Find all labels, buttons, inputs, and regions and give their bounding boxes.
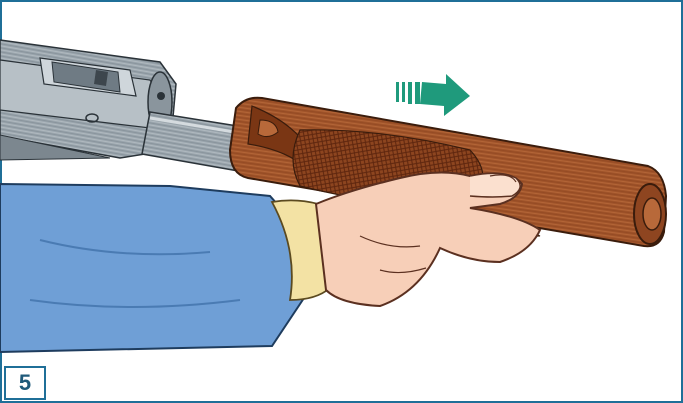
hand	[316, 172, 540, 306]
step-number: 5	[19, 372, 31, 394]
sleeve	[0, 184, 304, 352]
step-number-box: 5	[4, 366, 46, 400]
arrow-right-icon	[396, 74, 470, 116]
